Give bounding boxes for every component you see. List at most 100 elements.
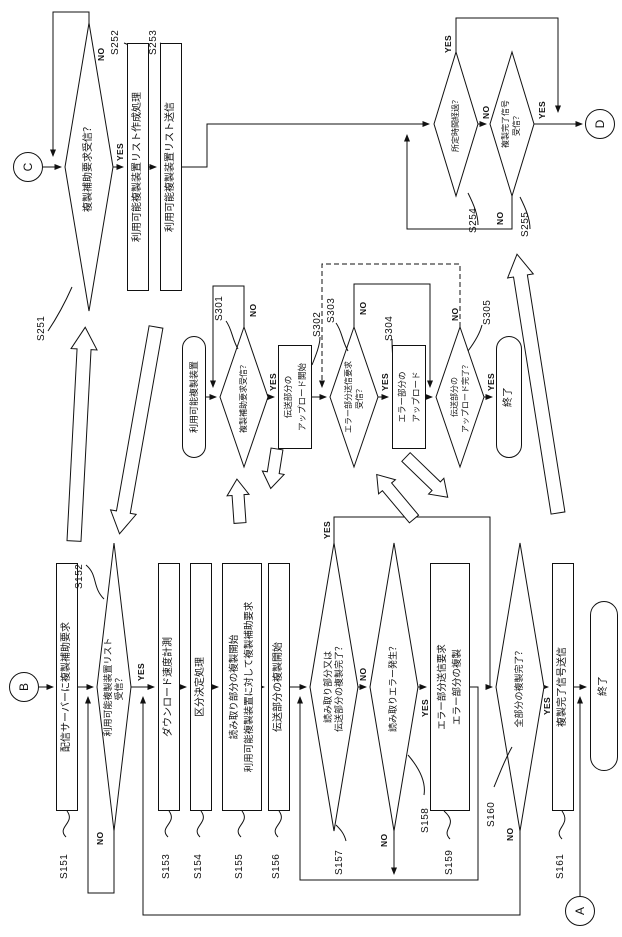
s303-yes-label: YES: [380, 373, 390, 391]
arrow-error-request: [376, 473, 420, 524]
s152-diamond: [96, 542, 132, 832]
s305-no-label: NO: [450, 307, 460, 321]
s152-no-label: NO: [95, 831, 105, 845]
arrow-request-to-server: [66, 326, 98, 542]
s303-no-label: NO: [358, 301, 368, 315]
step-s156-box: 伝送部分の複製開始: [268, 563, 290, 811]
step-s151-box: 配信サーバーに複製補助要求: [56, 563, 78, 811]
connector-d: D: [585, 109, 615, 139]
s305-yes-label: YES: [486, 373, 496, 391]
s301-diamond: [219, 325, 269, 469]
s305-diamond: [435, 325, 485, 469]
s158-no-label: NO: [379, 833, 389, 847]
s158-diamond: [369, 542, 419, 832]
leader-s255: [519, 196, 531, 230]
step-s160-text: 全部分の複製完了？: [514, 646, 524, 728]
step-s156-label: S156: [271, 853, 282, 879]
connector-c: C: [13, 152, 43, 182]
s255-yes-label: YES: [537, 101, 547, 119]
step-s251-text: 複製補助要求受信？: [83, 122, 94, 212]
step-s301-text: 複製補助要求受信？: [239, 361, 248, 433]
step-s254-text: 所定時間経過？: [451, 96, 460, 152]
step-s305-label: S305: [482, 299, 493, 325]
step-s152-label: S152: [74, 563, 85, 589]
leader-s157: [335, 824, 347, 842]
s157-no-label: NO: [358, 667, 368, 681]
step-s151-label: S151: [59, 853, 70, 879]
leader-s153: [164, 810, 172, 838]
step-s161-label: S161: [555, 853, 566, 879]
edge-s152-no-loop: [85, 696, 115, 894]
leader-s159: [443, 810, 451, 840]
edge-s255-no-loop: [404, 134, 513, 230]
leader-s305: [467, 324, 483, 352]
edge-s253-s254: [182, 121, 430, 168]
step-s154-box: 区分決定処理: [190, 563, 212, 811]
leader-s154: [196, 810, 204, 838]
step-s153-label: S153: [161, 853, 172, 879]
step-s159-box: エラー部分送信要求エラー部分の複製: [430, 563, 470, 811]
step-s157-label: S157: [334, 849, 345, 875]
s152-yes-label: YES: [136, 663, 146, 681]
leader-s254: [467, 192, 479, 226]
step-s153-box: ダウンロード速度計測: [158, 563, 180, 811]
connector-b: B: [9, 672, 39, 702]
step-s158-label: S158: [420, 807, 431, 833]
lane2-end-terminal: 終了: [496, 336, 522, 458]
step-s254-label: S254: [468, 207, 479, 233]
s254-no-label: NO: [481, 105, 491, 119]
step-s305-text: 伝送部分のアップロード完了？: [450, 361, 470, 433]
s301-yes-label: YES: [268, 373, 278, 391]
leader-s152: [85, 564, 105, 600]
edge-s251-no-loop: [50, 11, 90, 157]
step-s302-label: S302: [312, 311, 323, 337]
communication-arrows: [66, 253, 566, 542]
step-s304-box: エラー部分のアップロード: [392, 345, 426, 449]
step-s160-label: S160: [486, 801, 497, 827]
leader-s251: [47, 286, 73, 332]
s157-yes-label: YES: [322, 521, 332, 539]
step-s253-label: S253: [148, 29, 159, 55]
s251-diamond: [64, 22, 114, 312]
lane2-start-terminal: 利用可能複製装置: [182, 336, 206, 458]
arrow-upload-to-device: [261, 447, 286, 490]
leader-s155: [237, 810, 245, 838]
s255-diamond: [489, 50, 535, 198]
edge-s160-no-loop: [140, 696, 521, 916]
decision-diamonds: [64, 22, 545, 832]
edge-s301-no-loop: [210, 285, 245, 388]
leader-s160: [493, 746, 513, 788]
step-s251-label: S251: [36, 315, 47, 341]
edge-s157-yes-bypass: [333, 516, 493, 690]
leader-s302: [311, 336, 321, 366]
arrow-request-to-copier: [226, 478, 251, 524]
step-s159-label: S159: [444, 849, 455, 875]
leader-s301: [225, 320, 239, 350]
connector-a: A: [565, 896, 595, 926]
step-s302-box: 伝送部分のアップロード開始: [278, 345, 312, 449]
leader-s151: [62, 810, 70, 838]
arrow-error-upload: [401, 451, 449, 498]
flow-lines: [39, 11, 587, 916]
leader-s158: [407, 754, 425, 796]
arrow-list-to-device: [109, 325, 164, 535]
lane1-end-terminal: 終了: [590, 601, 618, 771]
s254-diamond: [433, 50, 479, 198]
s251-yes-label: YES: [115, 143, 125, 161]
step-s157-text: 読み取り部分又は伝送部分の複製完了？: [323, 642, 344, 733]
step-s255-text: 複製完了信号受信？: [501, 100, 521, 148]
s158-yes-label: YES: [420, 699, 430, 717]
leader-s156: [274, 810, 282, 838]
step-s152-text: 利用可能複製装置リスト受信？: [103, 637, 124, 737]
s255-no-label: NO: [495, 211, 505, 225]
step-s252-box: 利用可能複製装置リスト作成処理: [127, 43, 149, 291]
s301-no-label: NO: [248, 303, 258, 317]
edge-s254-yes-bypass: [455, 17, 561, 113]
step-s301-label: S301: [214, 295, 225, 321]
step-s155-label: S155: [234, 853, 245, 879]
s160-diamond: [495, 542, 545, 832]
s254-yes-label: YES: [443, 35, 453, 53]
edge-s305-no-loop: [319, 263, 461, 388]
